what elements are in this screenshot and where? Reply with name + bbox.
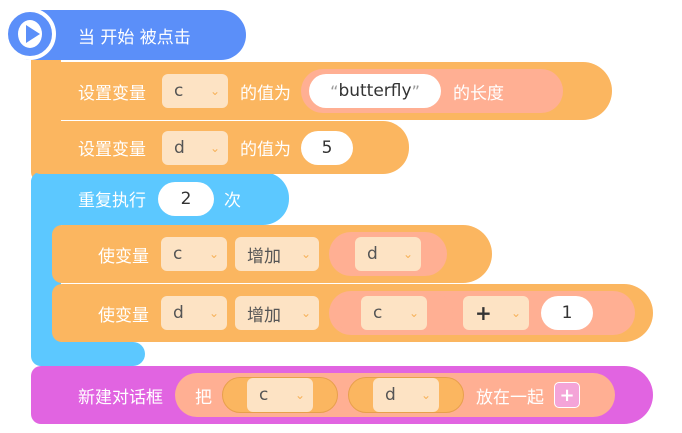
set-c-label: 设置变量: [78, 83, 146, 104]
join-item2-value: d: [385, 385, 396, 405]
change-c-by-dropdown[interactable]: d ⌄: [355, 237, 421, 271]
join-item1-reporter[interactable]: c ⌄: [222, 377, 338, 413]
open-quote-icon: “: [330, 81, 339, 101]
add-right-value-input[interactable]: 1: [541, 296, 593, 330]
change-c-var-reporter[interactable]: d ⌄: [329, 232, 447, 276]
chevron-down-icon: ⌄: [208, 306, 219, 320]
add-left-value: c: [373, 303, 383, 323]
operator-value: +: [475, 301, 492, 325]
chevron-down-icon: ⌄: [408, 306, 419, 320]
hat-label: 当 开始 被点击: [78, 27, 191, 48]
add-left-var-reporter[interactable]: c ⌄: [335, 293, 453, 333]
play-icon[interactable]: [4, 8, 56, 60]
change-c-label: 使变量: [98, 246, 149, 267]
set-d-var-dropdown[interactable]: d ⌄: [162, 130, 228, 165]
change-c-by-value: d: [367, 244, 378, 264]
change-d-op-dropdown[interactable]: 增加 ⌄: [235, 296, 319, 330]
set-d-mid-label: 的值为: [240, 140, 291, 160]
set-c-var-dropdown[interactable]: c ⌄: [162, 74, 228, 108]
set-d-value-input[interactable]: 5: [301, 130, 353, 165]
chevron-down-icon: ⌄: [510, 306, 521, 320]
string-input[interactable]: “ butterfly ”: [309, 74, 441, 108]
close-quote-icon: ”: [411, 81, 420, 101]
join-label: 把: [195, 387, 212, 408]
change-d-var-dropdown[interactable]: d ⌄: [161, 296, 227, 330]
change-d-op-value: 增加: [247, 305, 281, 326]
change-c-var-dropdown[interactable]: c ⌄: [161, 237, 227, 271]
operator-dropdown[interactable]: + ⌄: [463, 296, 529, 330]
join-item1-value: c: [259, 385, 269, 405]
join-item2-reporter[interactable]: d ⌄: [348, 377, 464, 413]
set-c-mid-label: 的值为: [240, 83, 291, 104]
change-c-op-value: 增加: [247, 246, 281, 267]
chevron-down-icon: ⌄: [402, 247, 413, 261]
add-operator-reporter[interactable]: c ⌄ + ⌄ 1: [329, 291, 635, 335]
chevron-down-icon: ⌄: [209, 140, 220, 155]
change-c-op-dropdown[interactable]: 增加 ⌄: [235, 237, 319, 271]
change-d-label: 使变量: [98, 305, 149, 326]
length-reporter[interactable]: “ butterfly ” 的长度: [301, 69, 563, 113]
chevron-down-icon: ⌄: [294, 388, 305, 402]
repeat-tail-label: 次: [224, 191, 241, 211]
join-item2-dropdown[interactable]: d ⌄: [373, 378, 439, 412]
chevron-down-icon: ⌄: [300, 306, 311, 320]
add-left-dropdown[interactable]: c ⌄: [361, 296, 427, 330]
dialog-label: 新建对话框: [78, 387, 163, 408]
chevron-down-icon: ⌄: [209, 84, 220, 98]
string-value: butterfly: [338, 81, 412, 101]
repeat-label: 重复执行: [78, 191, 146, 211]
join-reporter[interactable]: 把 c ⌄ d ⌄ 放在一起 +: [175, 373, 615, 417]
join-tail-label: 放在一起: [476, 387, 544, 408]
set-d-label: 设置变量: [78, 140, 146, 160]
change-d-var-value: d: [173, 303, 184, 323]
repeat-block-footer: [31, 342, 145, 366]
repeat-count-input[interactable]: 2: [158, 181, 214, 216]
length-label: 的长度: [453, 83, 504, 104]
chevron-down-icon: ⌄: [420, 388, 431, 402]
set-c-var-value: c: [174, 81, 184, 101]
add-item-button[interactable]: +: [554, 382, 580, 408]
change-c-var-value: c: [173, 244, 183, 264]
join-item1-dropdown[interactable]: c ⌄: [247, 378, 313, 412]
set-d-var-value: d: [174, 137, 185, 158]
chevron-down-icon: ⌄: [300, 247, 311, 261]
chevron-down-icon: ⌄: [208, 247, 219, 261]
